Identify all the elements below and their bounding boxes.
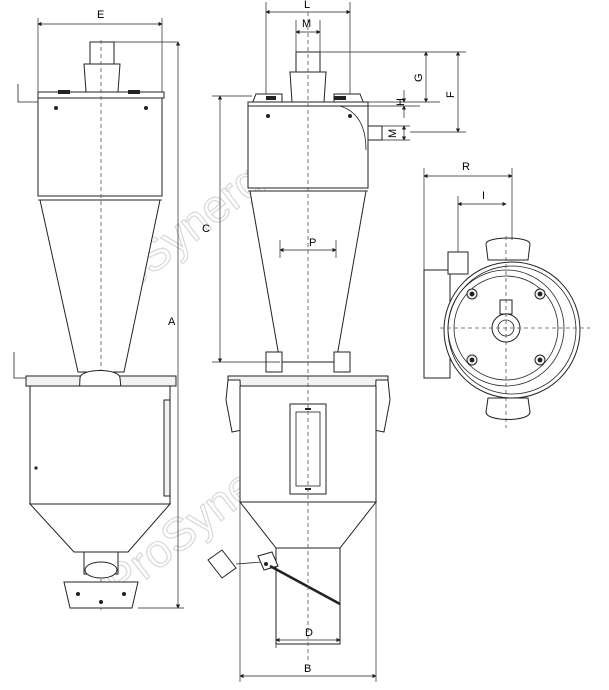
dim-label-F: F xyxy=(445,91,457,98)
left-hopper-cone xyxy=(28,503,172,553)
dim-label-M-side: M xyxy=(387,129,399,138)
left-outlet-flange xyxy=(63,581,139,609)
dim-label-E: E xyxy=(97,9,104,21)
top-view-inlet-box xyxy=(423,269,451,379)
center-left-clamp xyxy=(225,379,243,433)
dim-label-M-top: M xyxy=(302,18,311,30)
dim-label-C: C xyxy=(202,223,210,235)
dim-label-R: R xyxy=(462,161,470,173)
dim-label-H: H xyxy=(395,98,407,106)
dim-label-A: A xyxy=(168,316,176,328)
dim-A: A xyxy=(168,41,181,609)
dim-label-I: I xyxy=(482,190,485,202)
dim-label-G: G xyxy=(413,73,425,82)
dim-right-stack: F G H M xyxy=(320,51,466,141)
dim-label-P: P xyxy=(309,237,316,249)
dim-E: E xyxy=(37,9,163,92)
left-inlet-tube xyxy=(89,41,115,65)
left-cyclone-body xyxy=(37,97,163,197)
center-right-clamp xyxy=(373,379,391,433)
dim-D: D xyxy=(275,627,341,648)
dim-label-D: D xyxy=(305,627,313,639)
dim-I: I xyxy=(457,190,507,252)
top-view-clamp-top xyxy=(485,237,531,261)
top-view-clamp-bottom xyxy=(485,397,531,420)
left-cyclone-cone xyxy=(39,199,161,373)
dim-P: P xyxy=(279,237,337,258)
left-inlet-cone xyxy=(83,63,121,93)
dim-label-L: L xyxy=(304,0,310,11)
dim-label-B: B xyxy=(304,663,311,675)
dim-B: B xyxy=(239,502,377,682)
dim-C: C xyxy=(202,95,280,363)
top-view xyxy=(423,236,590,428)
left-hopper-body xyxy=(29,385,171,505)
dim-R: R xyxy=(423,161,513,270)
dim-L: L xyxy=(265,0,351,94)
left-view xyxy=(13,40,184,610)
center-view xyxy=(207,12,410,660)
dim-M-top: M xyxy=(295,18,321,52)
